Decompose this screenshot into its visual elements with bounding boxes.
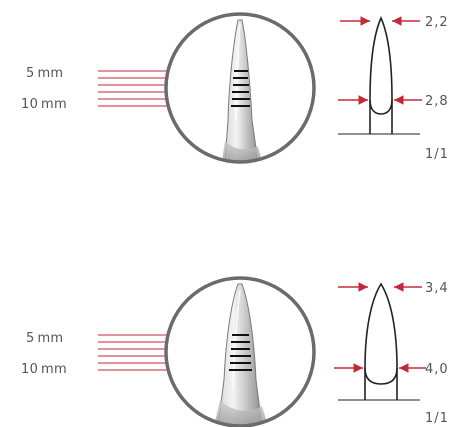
depth-label-5mm: 5 mm (26, 331, 63, 346)
depth-marks (231, 70, 250, 107)
scale-label: 1/1 (425, 147, 449, 162)
depth-label-10mm: 10 mm (21, 362, 67, 377)
base-width-value: 2,8 (425, 94, 449, 109)
depth-marks (229, 334, 252, 371)
panel-1: 5 mm 10 mm (21, 12, 449, 164)
depth-label-10mm: 10 mm (21, 97, 67, 112)
base-width-value: 4,0 (425, 362, 449, 377)
scale-label: 1/1 (425, 411, 449, 426)
magnifier-view (164, 12, 316, 164)
panel-2: 5 mm 10 mm (21, 276, 449, 427)
tip-width-value: 2,2 (425, 15, 449, 30)
tip-profile (369, 16, 393, 134)
tip-profile (364, 282, 398, 400)
depth-label-5mm: 5 mm (26, 66, 63, 81)
tip-width-value: 3,4 (425, 281, 449, 296)
magnifier-view (164, 276, 316, 427)
